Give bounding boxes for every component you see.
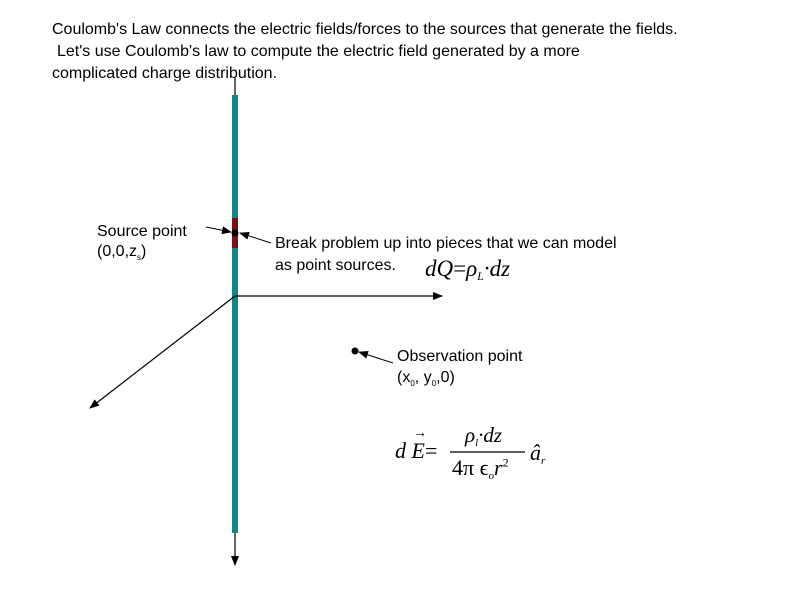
observation-point-coords: (x0, y0,0) — [397, 368, 455, 393]
de-denominator: 4π ϵor2 — [452, 455, 509, 482]
de-lhs: d E→= — [395, 426, 438, 464]
de-numerator: ρl·dz — [465, 423, 502, 449]
dq-rho: ρ — [466, 256, 478, 281]
dq-lhs: dQ — [425, 256, 454, 281]
coord-text: (0,0,z — [97, 243, 138, 260]
unit-sub: r — [541, 455, 546, 467]
num-sub: l — [475, 437, 479, 449]
unit-a: â — [530, 440, 541, 465]
den-text: 4π ϵ — [452, 455, 489, 480]
dq-rho-sub: L — [477, 269, 484, 283]
x-axis — [89, 295, 236, 409]
intro-line-2: Let's use Coulomb's law to compute the e… — [57, 43, 580, 60]
observation-label-arrow — [358, 350, 394, 364]
num-rho: ρ — [465, 423, 476, 447]
observation-point-dot — [351, 347, 359, 355]
coord-text: ,0) — [436, 369, 455, 386]
break-text-line-2: as point sources. — [275, 257, 396, 274]
break-text-line-1: Break problem up into pieces that we can… — [275, 235, 617, 252]
coord-text: , y — [414, 369, 432, 386]
source-point-coords: (0,0,zs) — [97, 242, 146, 267]
de-unit-vector: âr — [530, 440, 545, 467]
source-point-dot — [231, 229, 239, 237]
num-rest: ·dz — [478, 423, 503, 447]
den-sub: o — [488, 470, 495, 482]
intro-line-3: complicated charge distribution. — [52, 65, 278, 82]
coord-sub: 0 — [431, 379, 437, 388]
break-label-arrow — [239, 231, 272, 244]
source-point-label: Source point — [97, 223, 187, 240]
dq-eq: = — [453, 256, 467, 281]
dq-formula: dQ=ρL·dz — [425, 256, 510, 284]
observation-point-label: Observation point — [397, 348, 523, 365]
source-label-arrow — [205, 226, 232, 235]
den-sup: 2 — [502, 455, 509, 470]
de-eq: = — [424, 438, 438, 463]
dq-rhs: ·dz — [483, 256, 511, 281]
coord-sub: s — [137, 253, 142, 262]
vector-arrow: → — [413, 426, 427, 441]
coord-sub: 0 — [410, 379, 415, 388]
den-r: r — [494, 455, 503, 480]
coord-text: ) — [141, 243, 147, 260]
line-charge — [232, 95, 238, 533]
intro-line-1: Coulomb's Law connects the electric fiel… — [52, 21, 678, 38]
de-lhs-text: d E — [395, 438, 425, 463]
coord-text: (x — [397, 369, 411, 386]
